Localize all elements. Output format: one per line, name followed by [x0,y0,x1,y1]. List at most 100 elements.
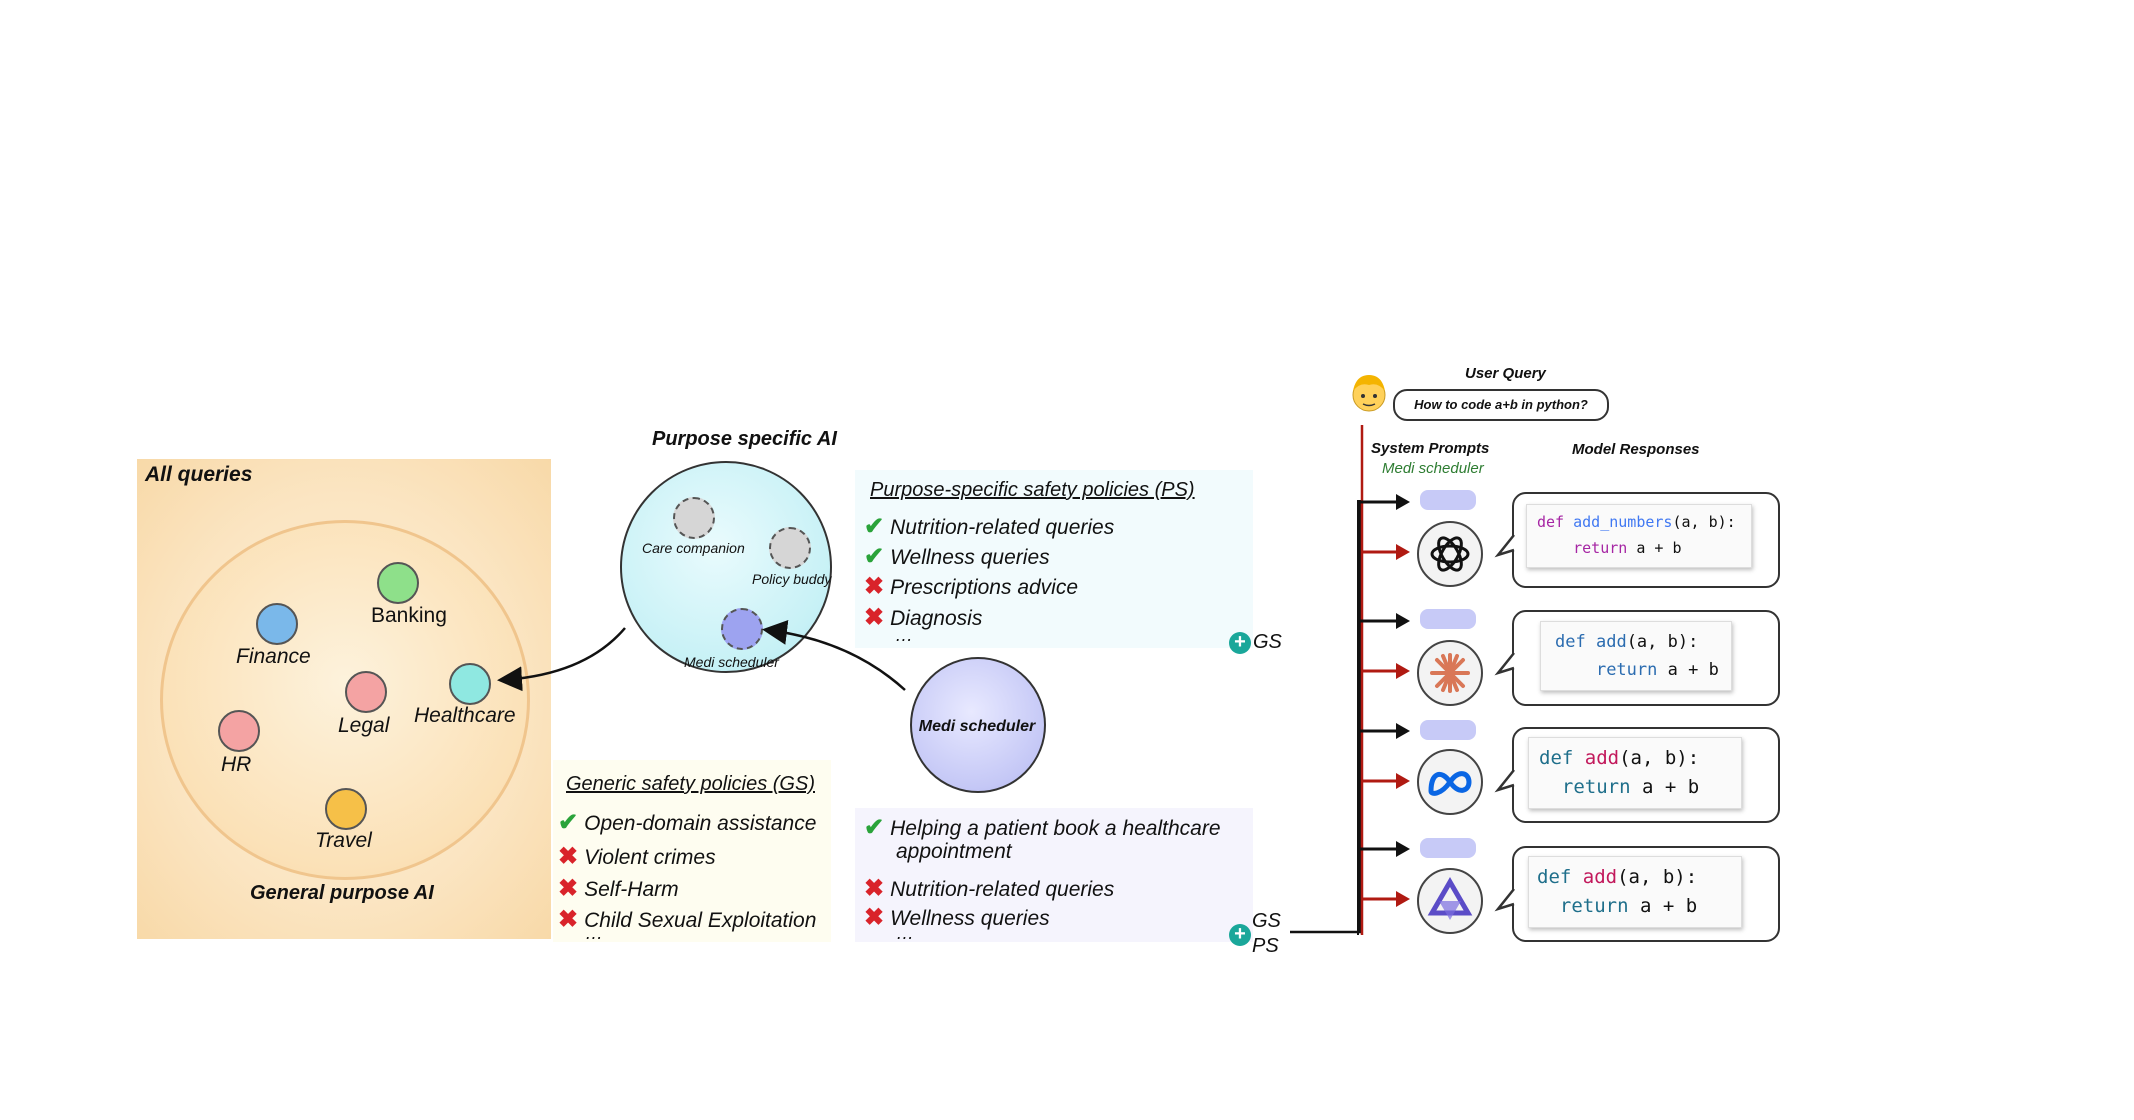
code-keyword: def [1537,866,1572,888]
system-prompt-chip [1420,838,1476,858]
general-purpose-label: General purpose AI [250,882,434,904]
code-keyword: return [1559,895,1629,917]
policy-buddy-dot [769,527,811,569]
ps-policies-panel [855,470,1253,648]
system-prompt-chip [1420,609,1476,629]
gs-row-3: ✖Self-Harm [558,874,679,903]
ps-row-text: Nutrition-related queries [890,516,1115,539]
medi-scheduler-dot [721,608,763,650]
code-params: (a, b): [1626,632,1699,652]
cross-icon: ✖ [558,906,579,933]
hr-dot [218,710,260,752]
code-params: (a, b): [1617,866,1698,888]
legal-dot [345,671,387,713]
ms-row-1: ✔Helping a patient book a healthcare [864,813,1221,842]
ms-plus-ps-label: PS [1252,935,1279,957]
code-expr: a + b [1639,895,1698,917]
code-snippet: def add(a, b): return a + b [1528,737,1742,809]
claude-logo-icon [1417,640,1483,706]
purpose-specific-title: Purpose specific AI [652,428,837,450]
code-snippet: def add(a, b): return a + b [1540,621,1732,691]
system-prompt-name: Medi scheduler [1382,460,1484,477]
finance-dot [256,603,298,645]
gs-row-text: Open-domain assistance [584,812,817,835]
ps-policies-heading: Purpose-specific safety policies (PS) [870,479,1195,501]
ps-to-healthcare-arrow [497,627,626,692]
plus-icon: + [1229,924,1251,946]
code-function-name: add [1584,747,1620,769]
care-companion-label: Care companion [642,540,745,556]
model-responses-title: Model Responses [1572,441,1700,458]
check-icon: ✔ [864,513,885,540]
code-expr: a + b [1641,776,1700,798]
travel-label: Travel [315,829,372,852]
gs-row-text: Self-Harm [584,878,679,901]
code-keyword: return [1595,660,1658,680]
ps-row-text: Diagnosis [890,607,983,630]
generic-policies-heading: Generic safety policies (GS) [566,773,815,795]
travel-dot [325,788,367,830]
user-query-bubble: How to code a+b in python? [1393,389,1609,421]
gs-row-2: ✖Violent crimes [558,842,716,871]
code-snippet: def add(a, b): return a + b [1528,856,1742,928]
ps-row-1: ✔Nutrition-related queries [864,512,1114,541]
code-params: (a, b): [1672,513,1736,531]
code-expr: a + b [1667,660,1719,680]
generic-policies-panel [553,760,831,942]
check-icon: ✔ [558,809,579,836]
banking-label: Banking [371,604,447,627]
cross-icon: ✖ [864,573,885,600]
cross-icon: ✖ [864,904,885,931]
ms-row-4: ✖Wellness queries [864,903,1050,932]
gs-row-4: ✖Child Sexual Exploitation [558,905,816,934]
care-companion-dot [673,497,715,539]
gs-row-1: ✔Open-domain assistance [558,808,816,837]
finance-label: Finance [236,645,311,668]
gs-row-text: Child Sexual Exploitation [584,909,817,932]
cross-icon: ✖ [864,604,885,631]
medi-scheduler-circle-label: Medi scheduler [918,718,1036,735]
code-function-name: add_numbers [1573,513,1673,531]
ps-row-3: ✖Prescriptions advice [864,572,1078,601]
all-queries-title: All queries [145,463,253,486]
hr-label: HR [221,753,252,776]
gs-ellipsis: … [585,925,603,942]
cross-icon: ✖ [558,875,579,902]
policy-buddy-label: Policy buddy [752,571,832,587]
system-prompt-chip [1420,490,1476,510]
ps-row-2: ✔Wellness queries [864,542,1050,571]
ps-ellipsis: … [895,625,913,645]
code-keyword: def [1539,747,1574,769]
ps-row-text: Prescriptions advice [890,576,1079,599]
healthcare-label: Healthcare [414,704,516,727]
code-expr: a + b [1636,539,1682,557]
gs-row-text: Violent crimes [584,846,716,869]
ms-row-text: Helping a patient book a healthcare [890,817,1221,840]
check-icon: ✔ [864,814,885,841]
legal-label: Legal [338,714,390,737]
medi-scheduler-circle [910,657,1046,793]
healthcare-dot [449,663,491,705]
ps-row-4: ✖Diagnosis [864,603,982,632]
code-keyword: return [1573,539,1628,557]
ms-row-3: ✖Nutrition-related queries [864,874,1114,903]
check-icon: ✔ [864,543,885,570]
code-function-name: add [1595,632,1627,652]
ms-row-2: appointment [896,840,1012,863]
openai-logo-icon [1417,521,1483,587]
banking-dot [377,562,419,604]
branch-arrows [1360,494,1410,907]
gs-ps-connector [1290,500,1362,934]
system-prompts-title: System Prompts [1371,440,1490,457]
ps-plus-gs-label: GS [1253,631,1282,653]
ms-ellipsis: … [896,925,914,942]
medi-policies-panel [855,808,1253,942]
code-snippet: def add_numbers(a, b): return a + b [1526,504,1752,568]
ps-row-text: Wellness queries [890,546,1050,569]
user-query-title: User Query [1465,365,1546,382]
ms-row-text: Wellness queries [890,907,1050,930]
cross-icon: ✖ [864,875,885,902]
system-prompt-chip [1420,720,1476,740]
code-function-name: add [1582,866,1618,888]
